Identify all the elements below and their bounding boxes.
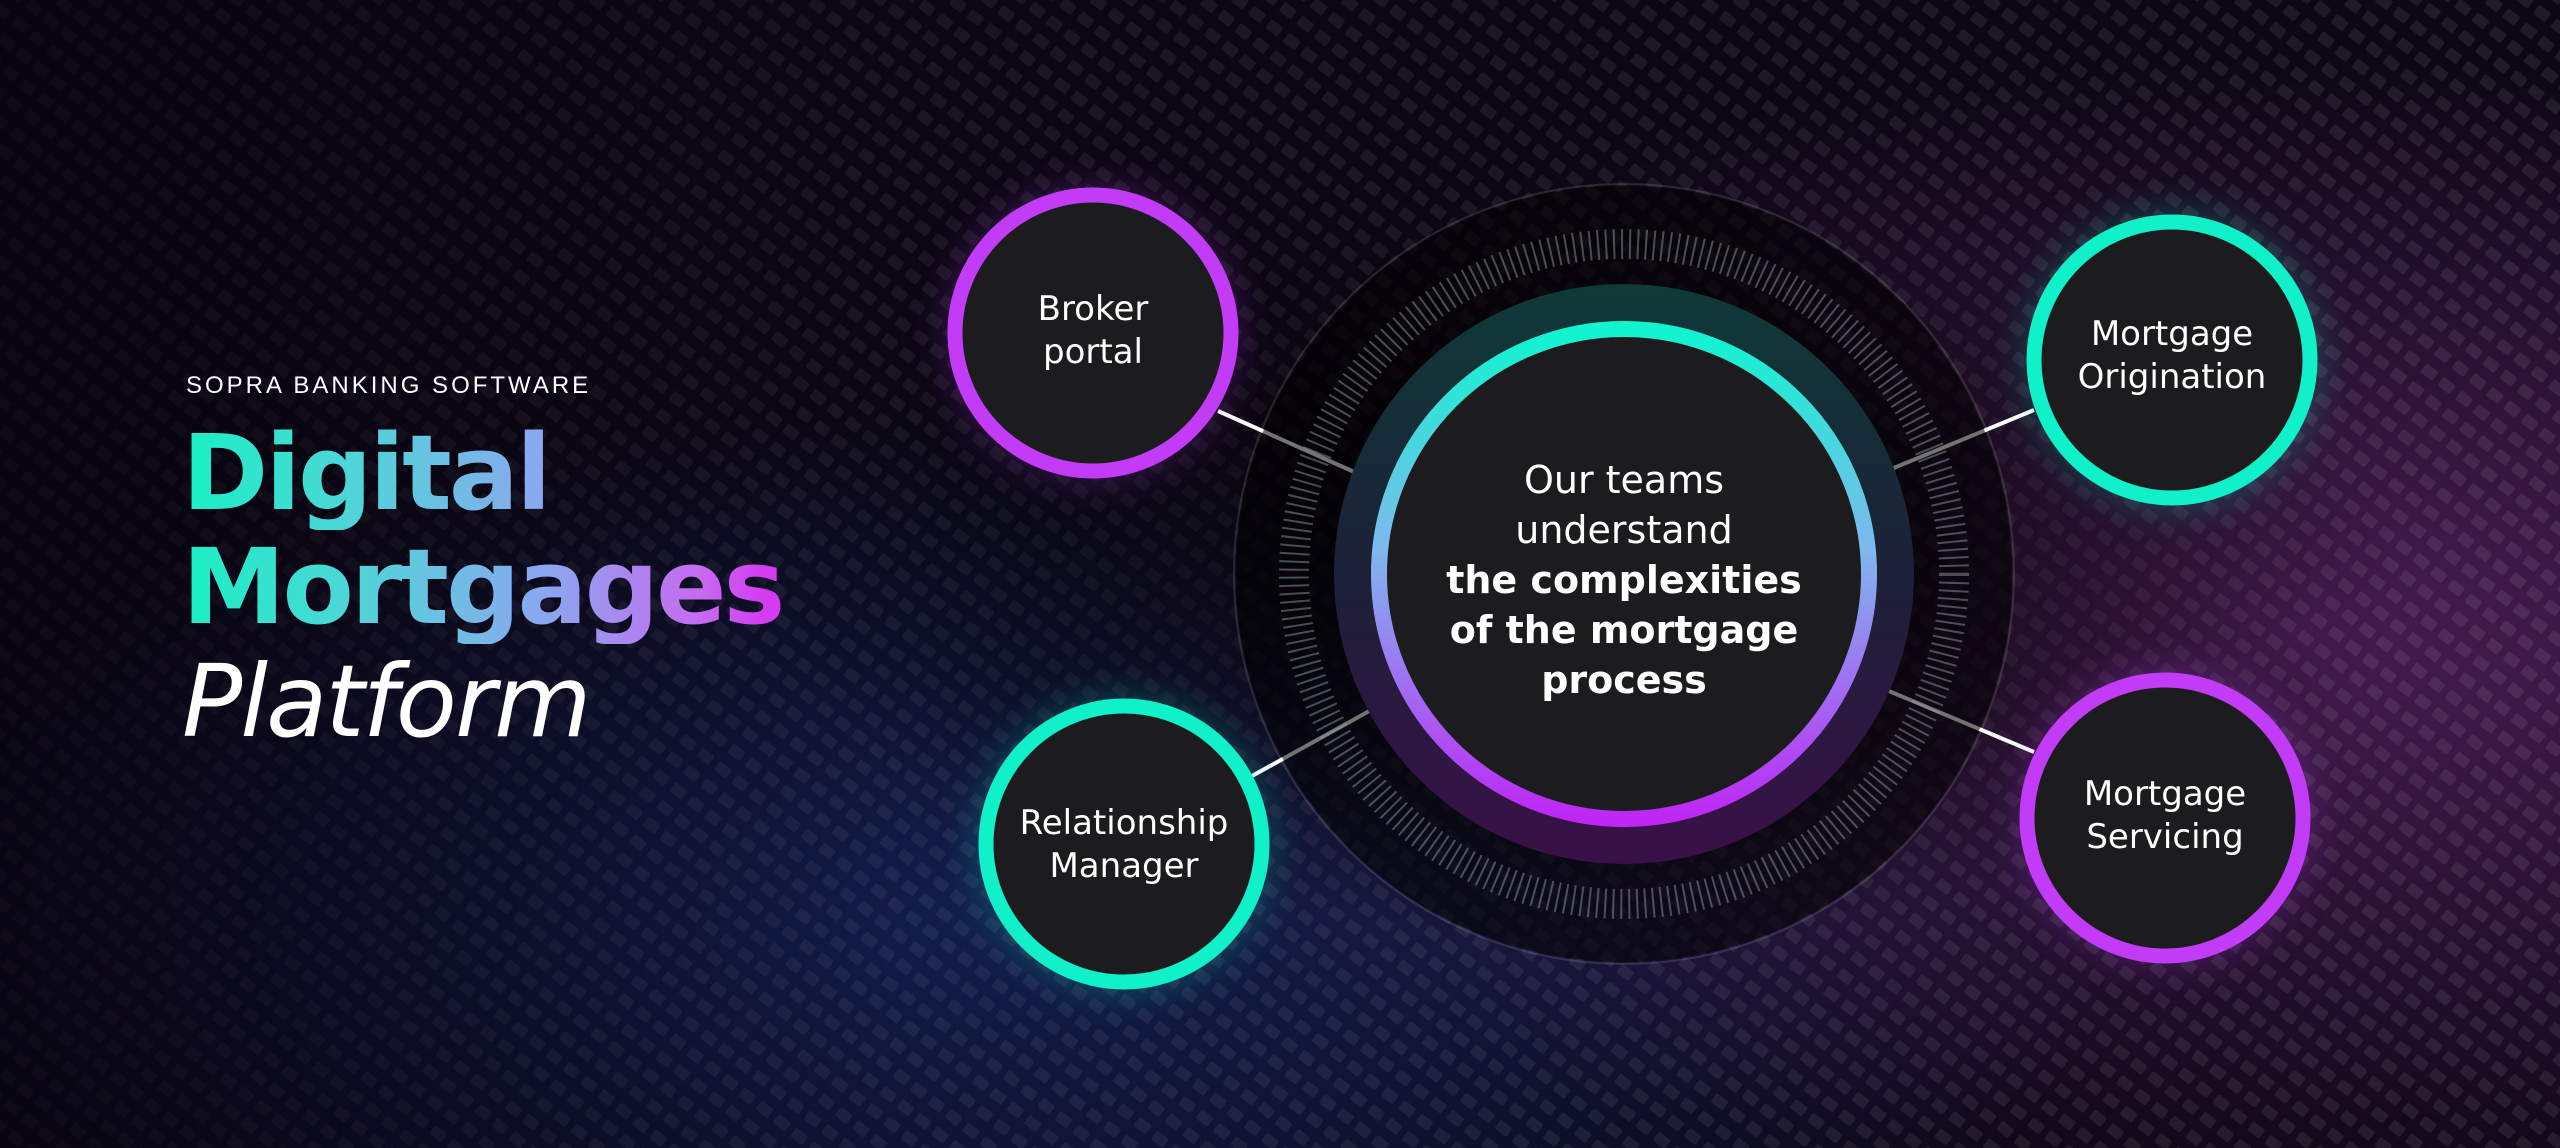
node-circle bbox=[2026, 214, 2318, 506]
label-line: Servicing bbox=[2086, 817, 2244, 857]
mortgage-servicing-label: Mortgage Servicing bbox=[2040, 773, 2290, 859]
hub-line-1: Our teams bbox=[1523, 458, 1725, 502]
node-broker-portal bbox=[947, 187, 1239, 479]
brand-block: SOPRA BANKING SOFTWARE Digital Mortgages… bbox=[182, 372, 882, 758]
hub-line-5: process bbox=[1541, 658, 1707, 702]
node-circle bbox=[947, 187, 1239, 479]
hub-outer-outline bbox=[1233, 183, 2015, 965]
label-line: Mortgage bbox=[2090, 314, 2254, 354]
node-relationship-manager bbox=[978, 698, 1270, 990]
node-mortgage-servicing bbox=[2019, 672, 2311, 964]
hub-line-4: of the mortgage bbox=[1449, 608, 1799, 652]
title-digital: Digital bbox=[182, 412, 552, 534]
node-circle bbox=[2019, 672, 2311, 964]
hub-core bbox=[1371, 321, 1877, 827]
node-mortgage-origination bbox=[2026, 214, 2318, 506]
label-line: Broker bbox=[1037, 289, 1149, 329]
hub-line-3: the complexities bbox=[1446, 558, 1802, 602]
label-line: Mortgage bbox=[2083, 774, 2247, 814]
title-mortgages: Mortgages bbox=[182, 526, 785, 648]
label-line: Relationship bbox=[1019, 803, 1229, 843]
label-line: Manager bbox=[1049, 846, 1199, 886]
hub-line-2: understand bbox=[1515, 508, 1733, 552]
hub-tick-ring bbox=[1279, 229, 1969, 919]
title-platform: Platform bbox=[182, 643, 592, 760]
relationship-manager-label: Relationship Manager bbox=[999, 802, 1249, 888]
hub bbox=[1233, 183, 2015, 965]
broker-portal-label: Broker portal bbox=[968, 288, 1218, 374]
label-line: Origination bbox=[2077, 357, 2267, 397]
hub-label: Our teams understand the complexities of… bbox=[1414, 455, 1834, 705]
node-circle bbox=[978, 698, 1270, 990]
label-line: portal bbox=[1043, 332, 1143, 372]
mortgage-origination-label: Mortgage Origination bbox=[2047, 313, 2297, 399]
company-name: SOPRA BANKING SOFTWARE bbox=[186, 372, 592, 399]
